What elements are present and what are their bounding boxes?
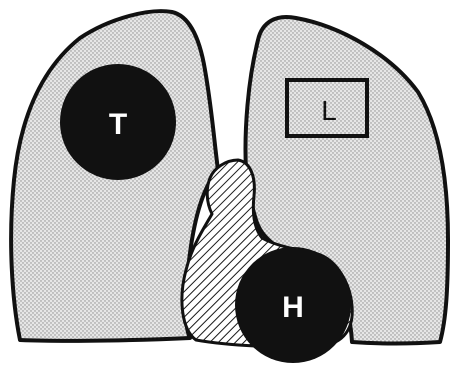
tumor-label: T xyxy=(109,108,127,141)
lesion-label: L xyxy=(321,95,337,126)
heart-mass-label: H xyxy=(282,291,304,324)
